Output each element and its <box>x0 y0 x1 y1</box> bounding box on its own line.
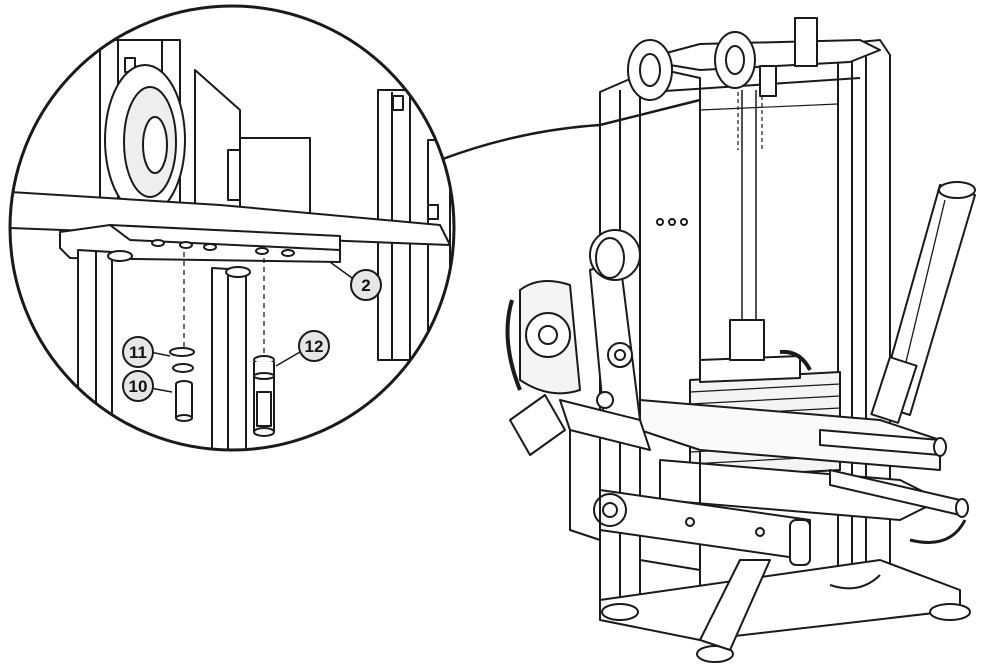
leg-arm <box>593 429 969 566</box>
washer-11 <box>169 347 195 373</box>
bolt-10 <box>175 380 193 422</box>
spacer-12 <box>253 355 275 437</box>
top-pulley-right <box>714 31 756 89</box>
callout-12-label: 12 <box>305 337 324 356</box>
callout-2-label: 2 <box>361 276 370 295</box>
handle-post <box>870 181 976 424</box>
callout-10-label: 10 <box>129 377 148 396</box>
leg-curl-machine <box>505 17 976 663</box>
cam-pivot <box>505 229 651 541</box>
zoom-pulley <box>104 64 186 216</box>
callout-12: 12 <box>275 330 330 367</box>
frame-base <box>599 519 971 663</box>
callout-2: 2 <box>329 261 382 301</box>
tower <box>599 17 891 613</box>
callout-11: 11 <box>122 336 171 368</box>
callout-11-label: 11 <box>129 343 147 362</box>
callout-10: 10 <box>122 370 173 402</box>
callout-leader <box>439 98 701 162</box>
top-pulley-left <box>627 39 673 101</box>
detail-zoom: 2 11 10 12 <box>8 4 456 452</box>
